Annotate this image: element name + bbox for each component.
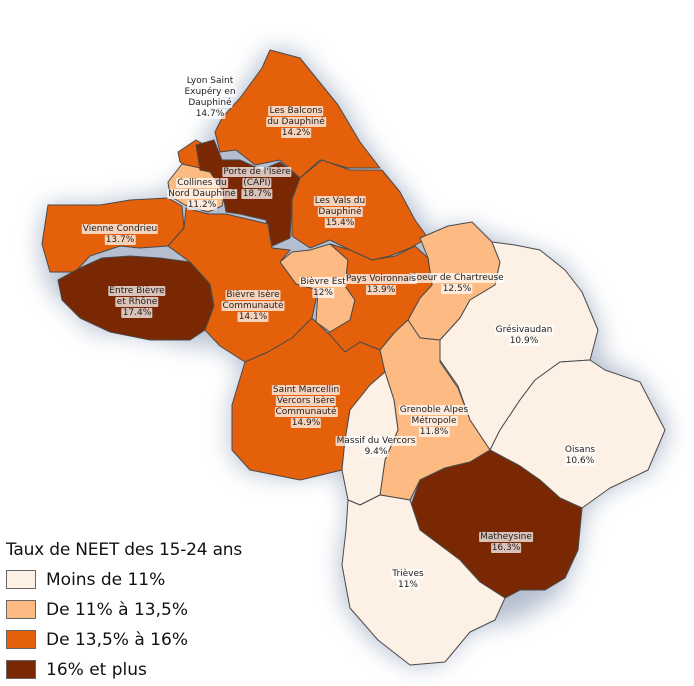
legend-label: De 13,5% à 16% [46,630,188,650]
legend-label: Moins de 11% [46,570,166,590]
legend-title: Taux de NEET des 15-24 ans [6,540,243,560]
region-name-line: Les Vals du [313,196,367,206]
region-name-line: du Dauphiné [266,117,326,127]
legend: Taux de NEET des 15-24 ans Moins de 11% … [0,512,298,686]
region-value: 16.3% [490,543,522,553]
legend-swatch [6,660,36,679]
region-name-line: Grenoble Alpes [398,405,470,415]
region-name-line: Communauté [221,301,285,311]
region-name-line: Dauphiné [187,98,233,108]
region-value: 15.4% [324,218,356,228]
legend-swatch [6,630,36,649]
region-name-line: Dauphiné [317,207,363,217]
region-value: 10.6% [564,456,596,466]
region-name-line: Grésivaudan [494,325,554,335]
region-name-line: Les Balcons [268,106,324,116]
region-name-line: Collines du [176,178,228,188]
legend-swatch [6,570,36,589]
region-value: 18.7% [241,189,273,199]
region-value: 14.1% [237,312,269,322]
region-name-line: Exupéry en [183,87,237,97]
region-name-line: (CAPI) [242,178,272,188]
region-value: 11% [396,580,419,590]
region-name-line: Vienne Condrieu [81,224,159,234]
region-value: 13.9% [365,285,397,295]
region-value: 14.9% [290,418,322,428]
region-name-line: Matheysine [479,532,533,542]
region-name-line: Vercors Isère [275,396,337,406]
region-value: 11.2% [186,200,218,210]
region-value: 14.2% [280,128,312,138]
region-value: 10.9% [508,336,540,346]
region-name-line: Communauté [274,407,338,417]
region-name-line: Porte de l'Isère [222,167,292,177]
region-name-line: Nord Dauphiné [167,189,237,199]
region-name-line: Massif du Vercors [335,436,417,446]
region-name-line: Bièvre Est [299,277,347,287]
region-value: 11.8% [418,427,450,437]
region-name-line: Trièves [391,569,425,579]
region-tri-ves [341,494,506,666]
region-name-line: Coeur de Chartreuse [409,273,505,283]
legend-label: De 11% à 13,5% [46,600,188,620]
region-name-line: et Rhône [115,297,159,307]
region-value: 12% [311,288,334,298]
region-value: 12.5% [441,284,473,294]
region-name-line: Bièvre Isère [225,290,281,300]
region-label: Porte de l'Isère(CAPI)18.7% [222,167,292,200]
region-value: 17.4% [121,308,153,318]
legend-label: 16% et plus [46,660,147,680]
region-name-line: Métropole [410,416,458,426]
region-name-line: Pays Voironnais [344,274,418,284]
region-name-line: Saint Marcellin [271,385,341,395]
legend-swatch [6,600,36,619]
region-name-line: Oisans [563,445,597,455]
region-value: 9.4% [363,447,389,457]
region-name-line: Entre Bièvre [108,286,166,296]
region-name-line: Lyon Saint [185,76,235,86]
region-value: 13.7% [104,235,136,245]
region-value: 14.7% [194,109,226,119]
